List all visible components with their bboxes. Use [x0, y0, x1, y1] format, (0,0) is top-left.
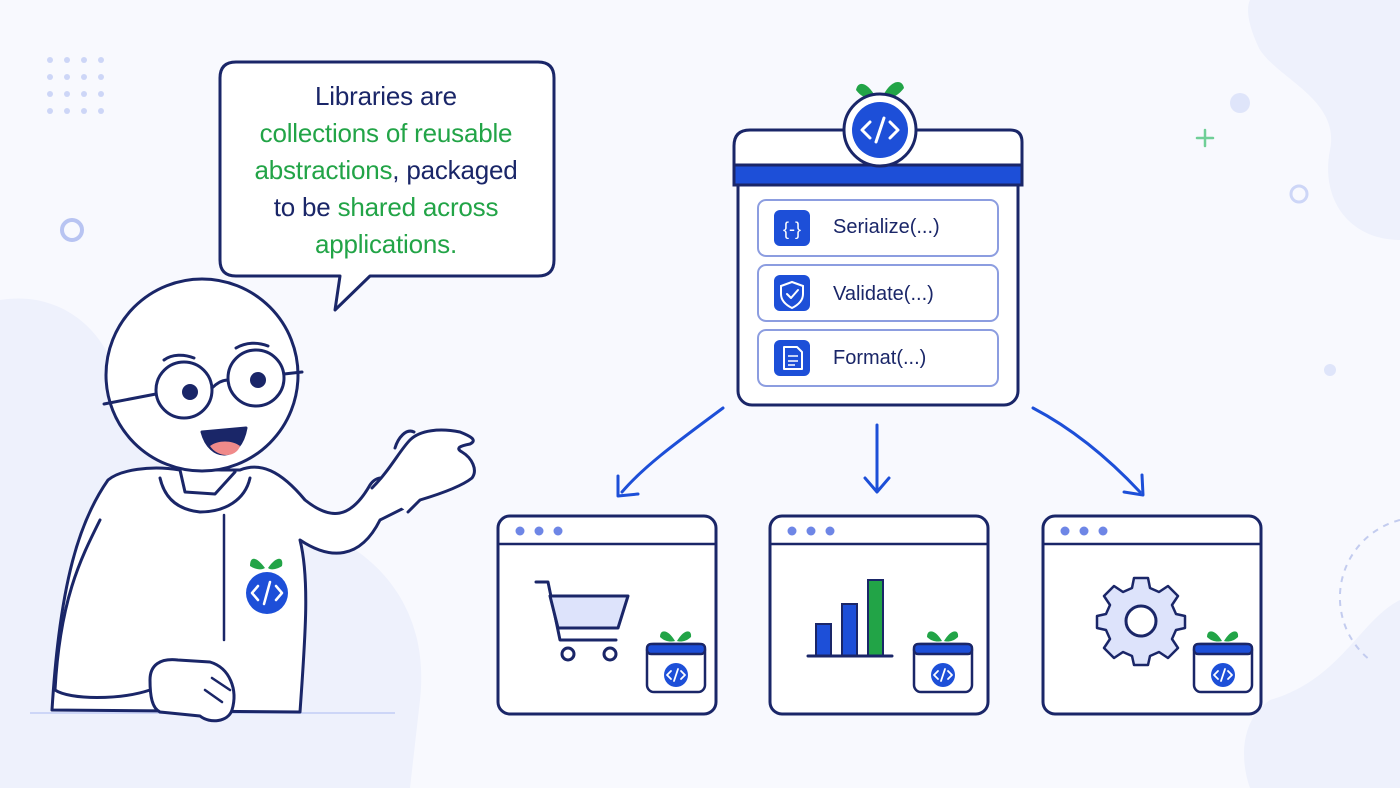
- library-code-icon: [842, 82, 918, 168]
- chest-code-badge-icon: [246, 558, 288, 614]
- document-icon: [774, 340, 810, 376]
- speech-line-3-rest: , packaged: [392, 155, 518, 185]
- function-row-validate: [757, 264, 999, 322]
- function-row-format: [757, 329, 999, 387]
- app-window-shop: [496, 514, 718, 716]
- svg-text:{-}: {-}: [783, 219, 801, 239]
- arrow-right: [1031, 406, 1142, 494]
- dot-grid: [47, 57, 104, 114]
- function-row-serialize: [757, 199, 999, 257]
- bar-chart-icon: [806, 579, 894, 658]
- function-label-format: Format(...): [833, 347, 927, 369]
- app-window-analytics: [768, 514, 990, 716]
- arrow-middle-head: [863, 476, 891, 494]
- speech-line-2: collections of reusable: [259, 118, 513, 148]
- speech-text: Libraries are collections of reusable ab…: [218, 78, 554, 263]
- speech-line-5: applications.: [315, 229, 457, 259]
- shield-check-icon: [774, 275, 810, 311]
- speech-line-3-green: abstractions: [254, 155, 393, 185]
- speech-line-1: Libraries are: [315, 81, 457, 111]
- arrow-left-head: [616, 474, 640, 498]
- function-label-serialize: Serialize(...): [833, 216, 940, 238]
- function-label-validate: Validate(...): [833, 283, 934, 305]
- arrow-right-head: [1122, 473, 1145, 497]
- arrow-left: [620, 406, 725, 494]
- shopping-cart-icon: [534, 580, 630, 662]
- gear-icon: [1095, 576, 1187, 667]
- speech-line-4-prefix: to be: [273, 192, 338, 222]
- app-window-settings: [1041, 514, 1263, 716]
- speech-line-3: abstractions, packaged: [218, 152, 554, 189]
- braces-icon: {-}: [774, 210, 810, 246]
- speech-line-4-green: shared across: [337, 192, 499, 222]
- speech-line-4: to be shared across: [218, 189, 554, 226]
